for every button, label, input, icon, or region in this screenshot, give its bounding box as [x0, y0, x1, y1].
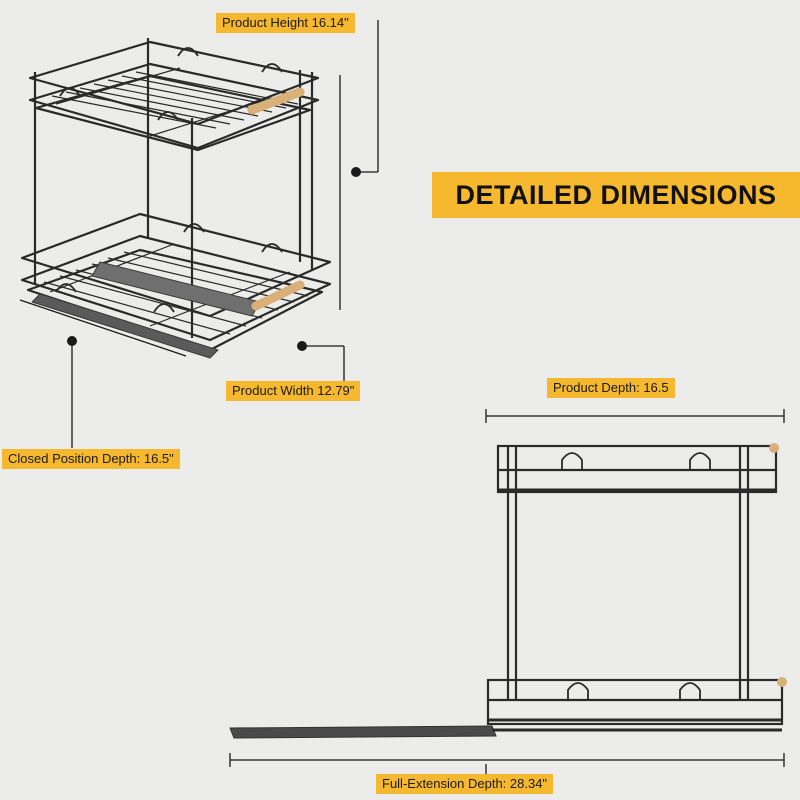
dimension-lines	[19, 20, 379, 448]
product-width-label: Product Width 12.79"	[226, 381, 361, 401]
closed-depth-label: Closed Position Depth: 16.5"	[2, 449, 180, 469]
product-height-label: Product Height 16.14"	[216, 13, 355, 33]
leader-dot-icon	[67, 167, 361, 351]
isometric-organizer	[20, 38, 332, 359]
wooden-handle-icon	[247, 87, 305, 311]
page-title: DETAILED DIMENSIONS	[432, 172, 800, 218]
wooden-knob-icon	[769, 443, 787, 687]
dimension-lines-side	[229, 409, 785, 774]
product-depth-label: Product Depth: 16.5	[547, 378, 675, 398]
full-extension-depth-label: Full-Extension Depth: 28.34"	[376, 774, 554, 794]
side-view-organizer	[229, 444, 784, 739]
